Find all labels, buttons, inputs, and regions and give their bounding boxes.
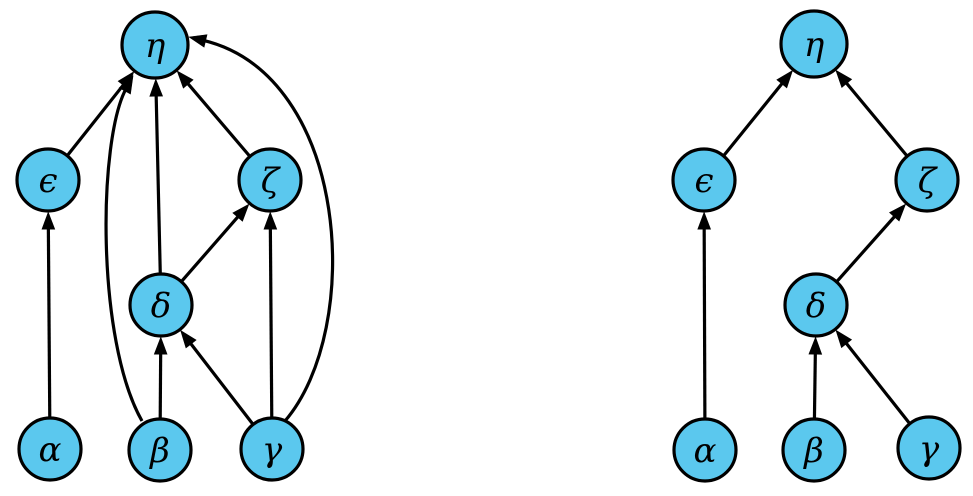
arrowhead-icon bbox=[808, 336, 823, 355]
node-gamma[interactable]: γ bbox=[896, 415, 962, 481]
arrowhead-icon bbox=[41, 211, 56, 230]
edge-gamma-to-delta bbox=[180, 329, 254, 425]
node-circle[interactable] bbox=[896, 415, 962, 481]
edge-zeta-to-eta bbox=[176, 70, 251, 157]
edge-line bbox=[188, 341, 254, 425]
edge-gamma-to-eta bbox=[188, 34, 335, 423]
edge-zeta-to-eta bbox=[835, 69, 908, 157]
node-circle[interactable] bbox=[237, 147, 303, 213]
arrowhead-icon bbox=[176, 70, 194, 89]
edges-layer bbox=[41, 34, 911, 425]
edge-line bbox=[844, 341, 911, 424]
node-circle[interactable] bbox=[128, 272, 194, 338]
arrowhead-icon bbox=[153, 336, 168, 355]
node-alpha[interactable]: α bbox=[672, 417, 738, 483]
node-alpha[interactable]: α bbox=[17, 416, 83, 482]
arrowhead-icon bbox=[232, 203, 250, 222]
arrowhead-icon bbox=[263, 211, 278, 230]
edge-line bbox=[66, 82, 126, 156]
node-delta[interactable]: δ bbox=[128, 272, 194, 338]
edge-gamma-to-zeta bbox=[263, 211, 278, 417]
node-circle[interactable] bbox=[894, 147, 960, 213]
node-circle[interactable] bbox=[239, 416, 305, 482]
node-delta[interactable]: δ bbox=[783, 272, 849, 338]
node-circle[interactable] bbox=[17, 416, 83, 482]
edge-delta-to-eta bbox=[149, 78, 164, 273]
arrowhead-icon bbox=[697, 211, 712, 230]
edge-line bbox=[180, 214, 241, 282]
arrowhead-icon bbox=[835, 69, 853, 88]
node-epsilon[interactable]: ϵ bbox=[15, 147, 81, 213]
edge-beta-to-delta bbox=[808, 336, 823, 418]
edge-epsilon-to-eta bbox=[723, 69, 794, 156]
edge-line bbox=[202, 38, 335, 423]
edge-alpha-to-epsilon bbox=[41, 211, 56, 417]
edge-line bbox=[836, 214, 897, 282]
edge-line bbox=[844, 80, 908, 157]
edge-line bbox=[723, 81, 785, 156]
edge-line bbox=[812, 352, 817, 418]
node-beta[interactable]: β bbox=[781, 417, 847, 483]
node-zeta[interactable]: ζ bbox=[894, 147, 960, 213]
arrowhead-icon bbox=[180, 329, 197, 349]
arrowhead-icon bbox=[889, 203, 907, 222]
node-epsilon[interactable]: ϵ bbox=[671, 147, 737, 213]
edge-line bbox=[185, 81, 251, 157]
edge-delta-to-zeta bbox=[180, 203, 250, 282]
node-zeta[interactable]: ζ bbox=[237, 147, 303, 213]
edge-gamma-to-delta bbox=[835, 329, 911, 424]
node-circle[interactable] bbox=[120, 10, 190, 80]
edge-line bbox=[702, 227, 707, 418]
node-circle[interactable] bbox=[671, 147, 737, 213]
edge-beta-to-delta bbox=[153, 336, 168, 418]
node-circle[interactable] bbox=[127, 417, 193, 483]
node-beta[interactable]: β bbox=[127, 417, 193, 483]
arrowhead-icon bbox=[118, 75, 134, 95]
arrowhead-icon bbox=[835, 329, 853, 349]
edge-delta-to-zeta bbox=[836, 203, 907, 282]
node-gamma[interactable]: γ bbox=[239, 416, 305, 482]
edge-beta-to-eta bbox=[104, 75, 144, 422]
arrowhead-icon bbox=[188, 34, 208, 48]
arrowhead-icon bbox=[776, 69, 794, 89]
node-circle[interactable] bbox=[783, 272, 849, 338]
edge-line bbox=[104, 87, 144, 422]
edge-line bbox=[154, 94, 162, 273]
arrowhead-icon bbox=[149, 78, 164, 97]
node-circle[interactable] bbox=[672, 417, 738, 483]
edge-line bbox=[268, 227, 274, 417]
node-circle[interactable] bbox=[779, 9, 849, 79]
node-circle[interactable] bbox=[781, 417, 847, 483]
edge-alpha-to-epsilon bbox=[697, 211, 712, 418]
node-circle[interactable] bbox=[15, 147, 81, 213]
edge-line bbox=[46, 227, 52, 417]
node-eta[interactable]: η bbox=[779, 9, 849, 79]
node-eta[interactable]: η bbox=[120, 10, 190, 80]
